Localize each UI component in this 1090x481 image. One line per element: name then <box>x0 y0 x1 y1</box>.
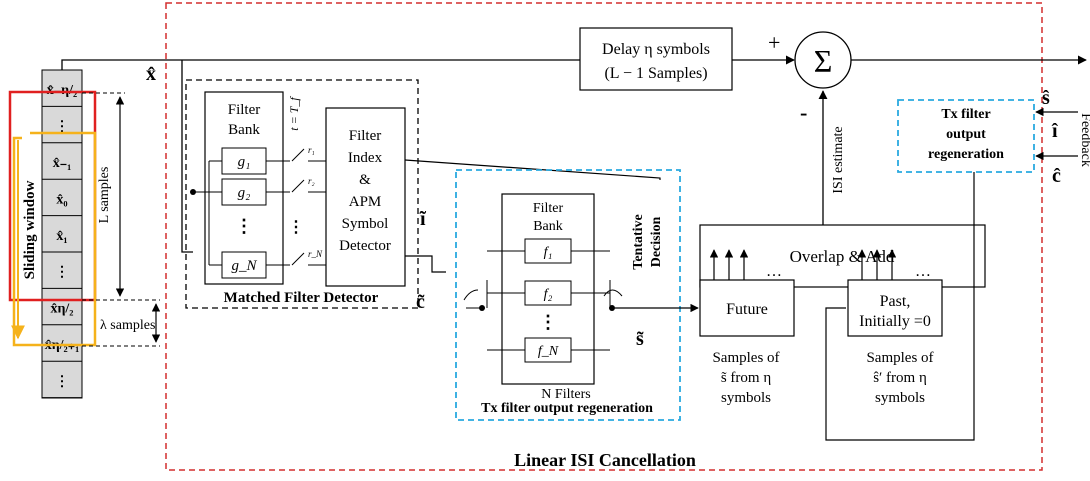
sample-time-label: t = T_f <box>287 96 301 131</box>
buffer-cell-label: ⋮ <box>55 374 69 389</box>
linear-isi-container <box>165 2 1043 471</box>
f-filter-box <box>524 337 572 363</box>
past-box <box>847 279 943 337</box>
buffer-cell-label: ⋮ <box>55 120 69 135</box>
future-label: Future <box>726 301 768 318</box>
detector-line: Symbol <box>342 216 389 232</box>
tx-regen-right-line1: Tx filter <box>941 107 990 122</box>
symbol-detector-box <box>325 107 406 287</box>
f-filter-label: f₁ <box>544 245 553 260</box>
lambda-samples-label: λ samples <box>100 318 155 333</box>
detector-line: Detector <box>339 238 391 254</box>
s-tilde-label: s̃ <box>636 328 644 350</box>
future-box <box>699 279 795 337</box>
buffer-cell-label: x̂η/₂ <box>50 302 73 317</box>
detector-line: Index <box>348 150 383 166</box>
tx-regen-mid-title: Tx filter output regeneration <box>481 401 653 416</box>
g-filter-box <box>221 147 267 175</box>
tx-regen-right-line2: output <box>946 127 986 142</box>
g-filter-label: g_N <box>231 258 257 274</box>
buffer-cell-label: ⋮ <box>55 265 69 280</box>
f-bank-title-1: Filter <box>533 201 564 216</box>
delay-line1: Delay η symbols <box>602 41 710 58</box>
f-filter-bank <box>501 193 595 385</box>
overlap-add-label: Overlap & Add <box>790 247 895 266</box>
g-filter-label: g₂ <box>238 185 251 201</box>
l-samples-label: L samples <box>97 167 112 224</box>
c-hat-label: ĉ <box>1052 165 1061 187</box>
caption-line: symbols <box>721 390 771 406</box>
n-filters-label: N Filters <box>541 387 590 402</box>
caption-line: ŝ′ from η <box>873 370 927 386</box>
g-filter-box <box>221 178 267 206</box>
detector-line: APM <box>349 194 382 210</box>
f-filter-box <box>524 238 572 264</box>
caption-line: Samples of <box>712 350 779 366</box>
caption-line: symbols <box>875 390 925 406</box>
xhat-main-line <box>61 59 580 70</box>
matched-filter-container <box>185 79 419 309</box>
g-filter-dots: ⋮ <box>235 216 253 236</box>
index-line <box>404 159 661 180</box>
future-dots: … <box>766 263 782 280</box>
detector-line: & <box>359 172 371 188</box>
delay-box <box>579 27 733 91</box>
tentative-1: Tentative <box>631 214 646 269</box>
f-filter-label: f₂ <box>544 287 553 302</box>
past-dots: … <box>915 263 931 280</box>
linear-isi-title: Linear ISI Cancellation <box>514 450 696 470</box>
f-filter-label: f_N <box>538 344 559 359</box>
buffer-cell-label: x̂₀ <box>56 192 67 207</box>
sliding-window-orange <box>12 131 97 347</box>
caption-line: Samples of <box>866 350 933 366</box>
switch-dots: ⋮ <box>288 219 304 236</box>
shat-output-label: ŝ <box>1042 87 1050 109</box>
i-tilde-label: ĩ <box>419 208 427 230</box>
switch-label: r₂ <box>308 176 315 186</box>
buffer-cell-label: x̂₋η/₂ <box>47 83 77 98</box>
tx-regen-right-line3: regeneration <box>928 147 1004 162</box>
xhat-label: x̂ <box>146 63 156 85</box>
c-tilde-label: c̃ <box>416 291 425 313</box>
delay-line2: (L − 1 Samples) <box>604 65 707 82</box>
feedback-label: Feedback <box>1078 113 1090 167</box>
buffer-cell-label: x̂₋₁ <box>53 156 72 171</box>
tx-regen-mid-container <box>455 169 681 421</box>
g-filter-label: g₁ <box>238 154 251 170</box>
switch-label: r₁ <box>308 145 315 155</box>
f-bank-title-2: Bank <box>533 219 563 234</box>
g-filter-box <box>221 251 267 279</box>
plus-sign: + <box>768 30 780 55</box>
input-buffer: x̂₋η/₂⋮x̂₋₁x̂₀x̂₁⋮x̂η/₂x̂η/₂₊₁⋮ <box>41 69 83 399</box>
g-bank-title-1: Filter <box>228 102 261 118</box>
g-filter-bank <box>204 91 284 285</box>
past-line1: Past, <box>880 293 911 310</box>
i-hat-label: î <box>1051 120 1058 142</box>
detector-line: Filter <box>349 128 382 144</box>
f-filter-dots: ⋮ <box>539 312 557 332</box>
isi-estimate-label: ISI estimate <box>831 126 846 193</box>
switch-label: r_N <box>308 249 323 259</box>
sliding-window-label: Sliding window <box>22 180 38 279</box>
minus-sign: - <box>800 100 807 125</box>
past-line2: Initially =0 <box>859 313 931 330</box>
caption-line: s̃ from η <box>721 370 771 386</box>
g-bank-title-2: Bank <box>228 122 260 138</box>
buffer-cell-label: x̂₁ <box>56 229 67 244</box>
tentative-2: Decision <box>649 217 664 268</box>
matched-filter-title: Matched Filter Detector <box>224 290 379 306</box>
f-filter-box <box>524 280 572 306</box>
sum-symbol: Σ <box>814 43 833 79</box>
tx-regen-right-container <box>897 99 1035 173</box>
